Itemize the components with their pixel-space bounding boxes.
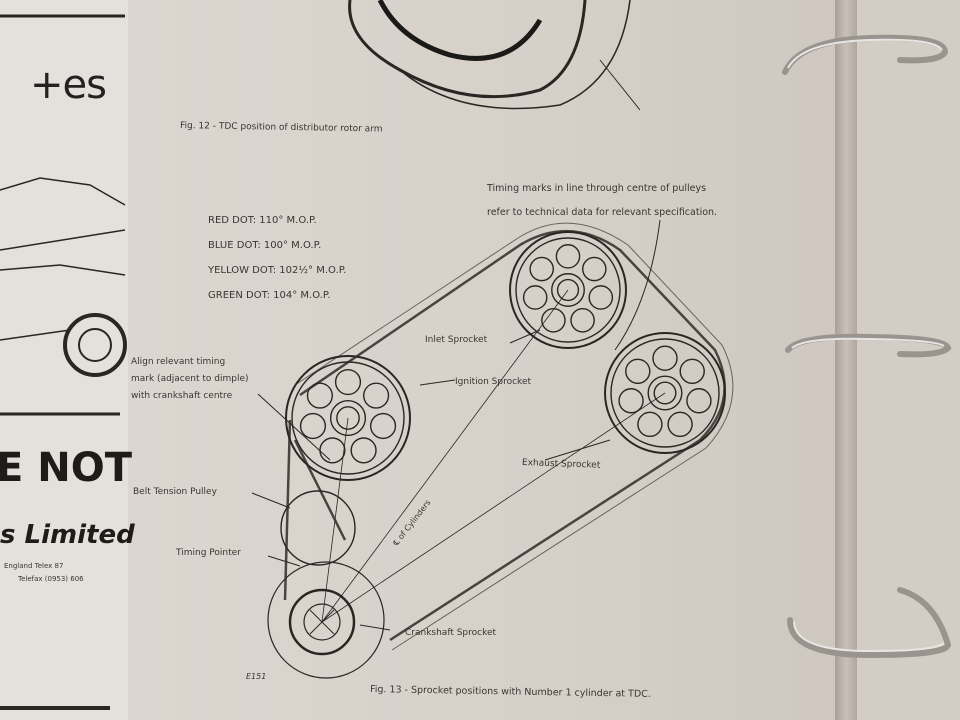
inlet-sprocket-label: Inlet Sprocket — [425, 335, 488, 345]
timing-note-line2: refer to technical data for relevant spe… — [487, 207, 718, 218]
left-fax: Telefax (0953) 606 — [18, 575, 84, 583]
left-page — [0, 0, 128, 720]
blue-dot-spec: BLUE DOT: 100° M.O.P. — [208, 240, 322, 251]
red-dot-spec: RED DOT: 110° M.O.P. — [208, 215, 317, 226]
binder-margin — [857, 0, 960, 720]
green-dot-spec: GREEN DOT: 104° M.O.P. — [208, 290, 331, 301]
inlet-sprocket — [509, 231, 627, 349]
belt-tension-pulley-label: Belt Tension Pulley — [133, 487, 217, 497]
align-note-line2: mark (adjacent to dimple) — [131, 374, 249, 384]
binder-ring-middle — [785, 333, 952, 358]
left-logo: +es — [30, 62, 107, 108]
timing-pointer-label: Timing Pointer — [176, 548, 241, 558]
timing-note-line1: Timing marks in line through centre of p… — [487, 183, 707, 194]
left-heading: E NOT — [0, 445, 133, 491]
exhaust-sprocket — [604, 332, 726, 454]
left-address: England Telex 87 — [4, 562, 64, 570]
binder-ring-bottom — [787, 587, 952, 659]
crankshaft-sprocket-label: Crankshaft Sprocket — [405, 628, 497, 638]
align-note-line3: with crankshaft centre — [131, 391, 233, 401]
binder-spine — [835, 0, 857, 720]
figure-ref: E151 — [246, 672, 267, 681]
ignition-sprocket — [285, 355, 411, 481]
left-company: s Limited — [0, 520, 135, 550]
align-note-line1: Align relevant timing — [131, 357, 226, 367]
binder-ring-top — [782, 34, 949, 75]
ignition-sprocket-label: Ignition Sprocket — [455, 377, 532, 387]
yellow-dot-spec: YELLOW DOT: 102½° M.O.P. — [208, 265, 347, 276]
manual-page — [128, 0, 835, 720]
